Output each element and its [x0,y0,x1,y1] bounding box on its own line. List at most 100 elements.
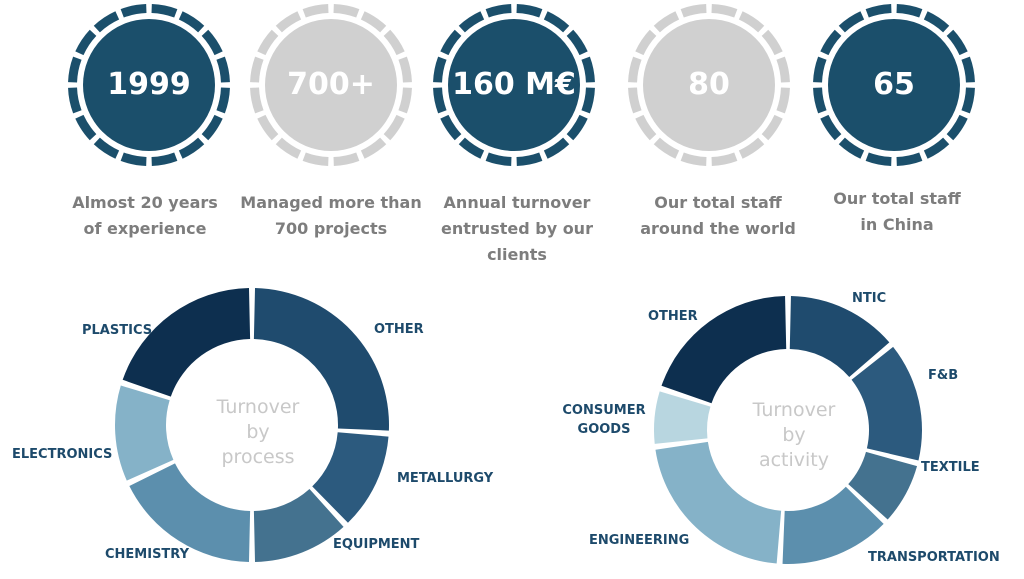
ring-segment [865,4,892,18]
ring-segment [923,137,950,159]
label-transportation: TRANSPORTATION [868,550,1000,565]
ring-segment [680,152,707,166]
ring-segment [250,56,264,83]
ring-segment [923,11,950,33]
stat-value: 700+ [287,67,375,102]
caption-line: entrusted by our clients [441,219,593,264]
center-line: by [246,421,270,443]
ring-segment [302,4,329,18]
ring-segment [458,137,485,159]
donut-slice-other [661,296,787,404]
ring-segment [485,152,512,166]
center-line: Turnover [752,399,836,421]
caption-line: Annual turnover [443,193,591,212]
ring-segment [440,114,462,141]
center-line: process [221,446,295,468]
ring-segment [93,137,120,159]
ring-segment [275,11,302,33]
ring-segment [516,152,543,166]
ring-segment [398,87,412,114]
ring-segment [360,11,387,33]
ring-segment [738,137,765,159]
donut-slice-transportation [782,486,884,564]
ring-segment [820,29,842,56]
ring-segment [543,11,570,33]
ring-segment [581,87,595,114]
ring-segment [865,152,892,166]
ring-segment [178,11,205,33]
ring-segment [383,29,405,56]
ring-segment [680,4,707,18]
ring-segment [961,56,975,83]
label-other-activity: OTHER [648,309,698,324]
donut-slice-consumer-goods [654,391,711,444]
ring-segment [628,87,642,114]
ring-segment [68,56,82,83]
ring-segment [635,114,657,141]
donut-center-activity: Turnover by activity [719,398,869,473]
ring-segment [516,4,543,18]
center-line: by [782,424,806,446]
caption-line: 700 projects [274,219,388,238]
ring-segment [257,114,279,141]
center-line: activity [758,449,830,471]
ring-segment [653,137,680,159]
ring-segment [761,114,783,141]
ring-segment [250,87,264,114]
ring-segment [216,87,230,114]
ring-segment [440,29,462,56]
donut-slice-textile [848,451,918,520]
ring-segment [566,114,588,141]
ring-segment [653,11,680,33]
ring-segment [383,114,405,141]
ring-segment [75,29,97,56]
ring [68,4,230,166]
caption-line: Our total staff [654,193,782,212]
ring-segment [151,152,178,166]
caption-line: Almost 20 years [72,193,218,212]
donut-slice-plastics [122,288,251,397]
ring [813,4,975,166]
ring-segment [93,11,120,33]
ring-segment [333,152,360,166]
ring-segment [566,29,588,56]
stat-value: 160 M€ [452,67,576,102]
stat-circle-staff-china: 65 [809,0,979,170]
ring-segment [946,29,968,56]
ring-segment [216,56,230,83]
ring-segment [398,56,412,83]
donut-slice-ntic [789,296,890,378]
stat-circle-projects: 700+ [246,0,416,170]
donut-slice-chemistry [129,463,251,562]
ring-segment [333,4,360,18]
label-fb: F&B [928,368,959,383]
donut-slice-engineering [655,441,782,564]
ring-segment [151,4,178,18]
stat-disc [643,19,775,151]
ring-segment [275,137,302,159]
ring-segment [201,114,223,141]
label-ntic: NTIC [852,291,887,306]
ring-segment [776,87,790,114]
ring-segment [75,114,97,141]
ring-segment [838,137,865,159]
label-plastics: PLASTICS [82,323,153,338]
caption-turnover: Annual turnover entrusted by our clients [412,190,622,268]
donut-slice-metallurgy [312,432,389,523]
ring-segment [201,29,223,56]
caption-line: of experience [83,219,207,238]
ring-segment [178,137,205,159]
stat-circle-staff-world: 80 [624,0,794,170]
label-other: OTHER [374,322,424,337]
ring-segment [813,56,827,83]
ring-segment [761,29,783,56]
ring-segment [458,11,485,33]
ring-segment [485,4,512,18]
ring-segment [896,152,923,166]
stat-disc [265,19,397,151]
ring-segment [711,4,738,18]
ring [250,4,412,166]
